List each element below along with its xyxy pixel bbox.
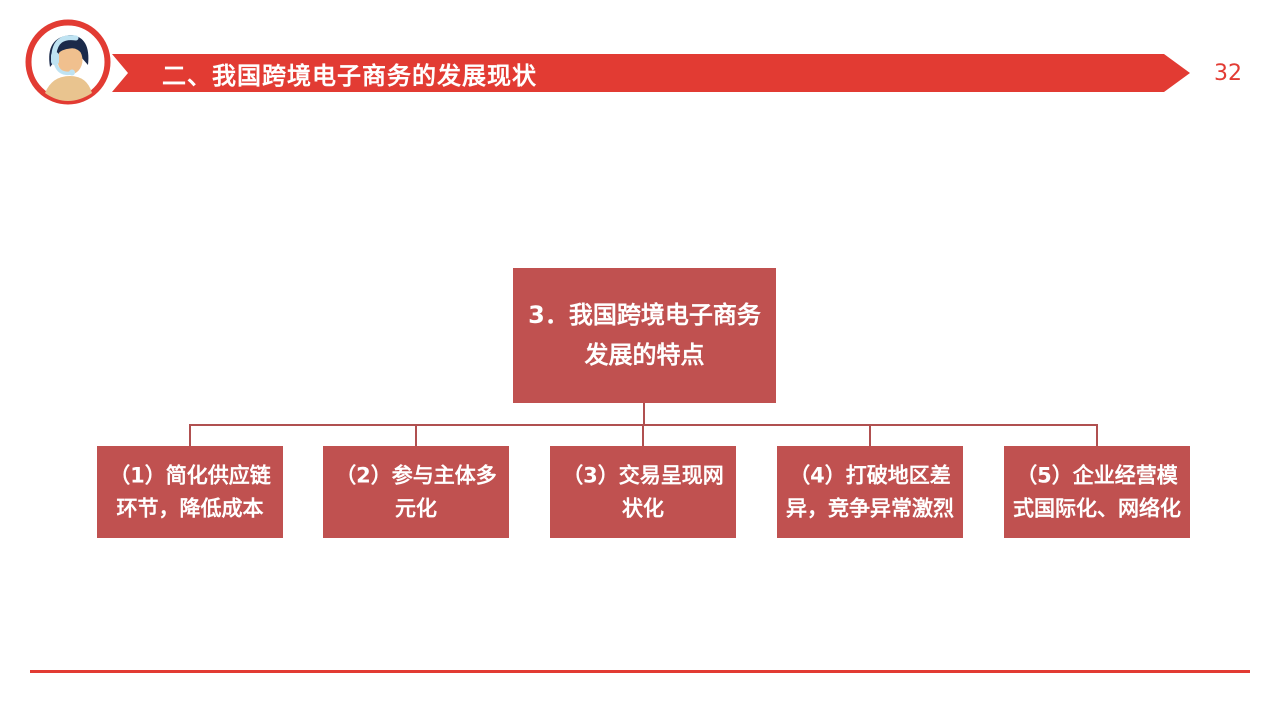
diagram-child-node-5: （5）企业经营模 式国际化、网络化 [1004,446,1190,538]
connector-drop-4 [869,424,871,446]
diagram-child-node-2: （2）参与主体多 元化 [323,446,509,538]
connector-drop-2 [415,424,417,446]
diagram-child-node-3: （3）交易呈现网 状化 [550,446,736,538]
connector-drop-1 [189,424,191,446]
diagram-child-node-4: （4）打破地区差 异，竞争异常激烈 [777,446,963,538]
connector-root-stem [643,403,645,425]
diagram-root-node: 3．我国跨境电子商务 发展的特点 [513,268,776,403]
diagram-child-label-1: （1）简化供应链 环节，降低成本 [109,463,271,520]
diagram-child-label-3: （3）交易呈现网 状化 [562,463,724,520]
diagram-child-node-1: （1）简化供应链 环节，降低成本 [97,446,283,538]
diagram-child-label-4: （4）打破地区差 异，竞争异常激烈 [786,463,954,520]
footer-divider [30,670,1250,673]
connector-drop-3 [642,424,644,446]
connector-drop-5 [1096,424,1098,446]
slide-title: 二、我国跨境电子商务的发展现状 [162,61,537,90]
support-agent-icon [25,19,111,105]
header-banner: 二、我国跨境电子商务的发展现状 [112,54,1190,92]
diagram-child-label-2: （2）参与主体多 元化 [335,463,497,520]
diagram-child-label-5: （5）企业经营模 式国际化、网络化 [1013,463,1181,520]
page-number: 32 [1214,61,1242,86]
